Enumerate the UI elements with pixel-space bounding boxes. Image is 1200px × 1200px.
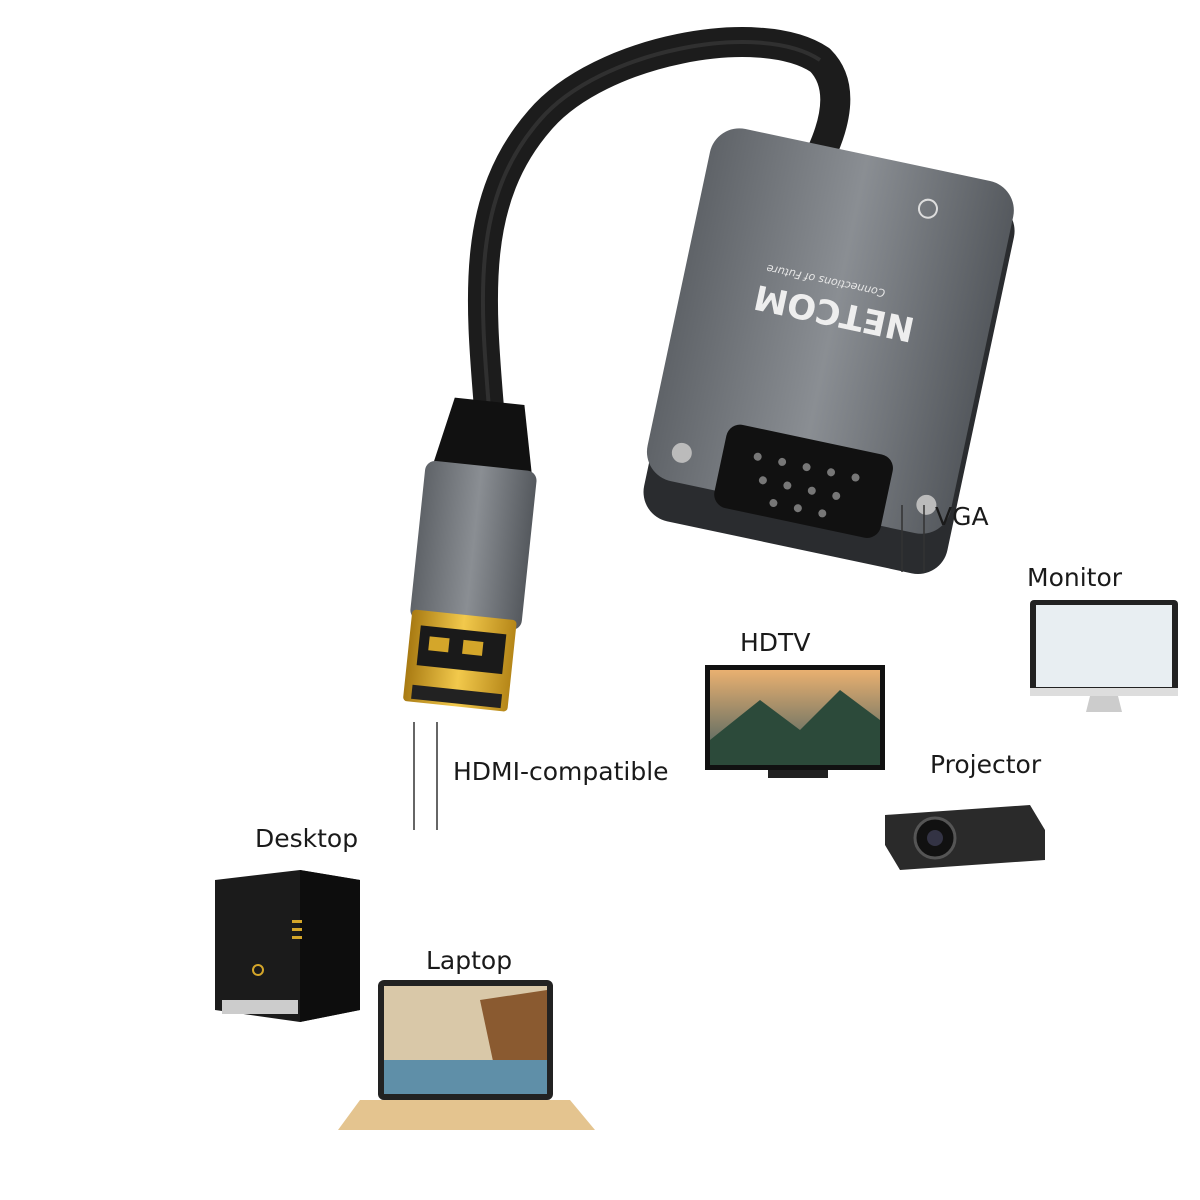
projector-label: Projector: [930, 750, 1042, 779]
projector-image: [885, 805, 1045, 870]
connector-lines: [413, 505, 925, 830]
monitor-label: Monitor: [1027, 563, 1123, 592]
laptop-image: [338, 980, 595, 1130]
desktop-image: [215, 870, 360, 1022]
vga-adapter: NETCOM Connections of Future: [643, 128, 1015, 574]
laptop-label: Laptop: [426, 946, 513, 975]
hdtv-label: HDTV: [740, 628, 811, 657]
hdmi-label: HDMI-compatible: [453, 757, 669, 786]
monitor-image: [1030, 600, 1178, 712]
hdmi-plug: [403, 397, 537, 712]
headphone-icon: [917, 198, 938, 219]
desktop-label: Desktop: [255, 824, 359, 853]
vga-label: VGA: [935, 502, 989, 531]
hdtv-image: [705, 665, 885, 778]
